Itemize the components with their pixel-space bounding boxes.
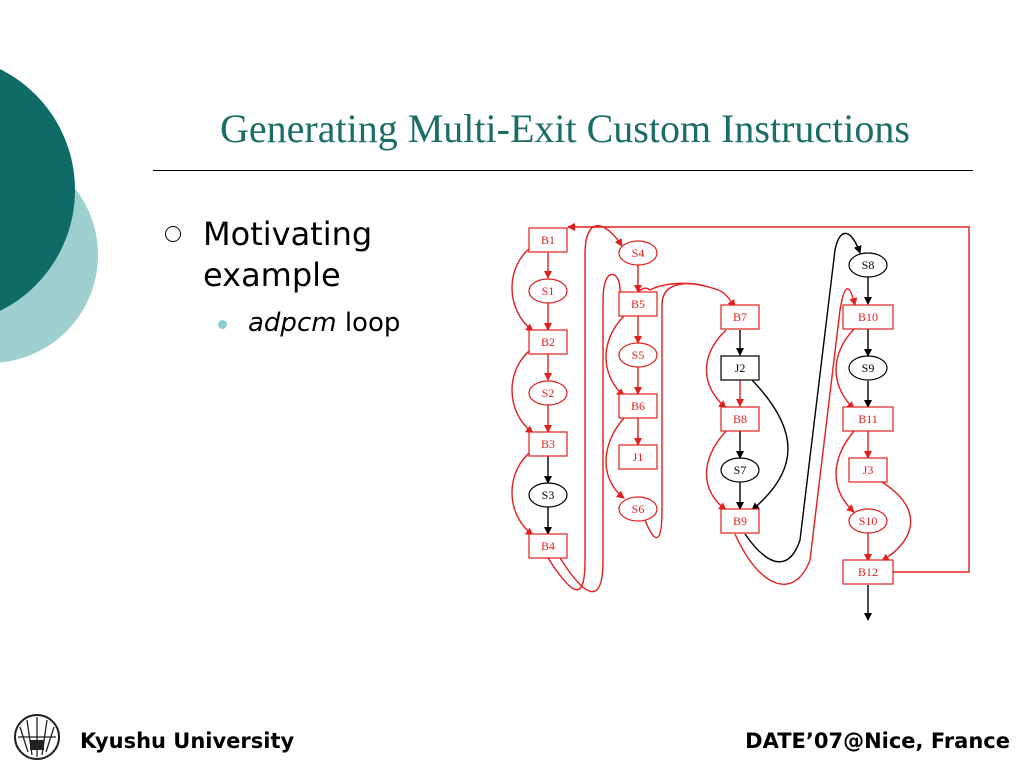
node-shape [528, 431, 568, 457]
node-shape [528, 482, 568, 508]
node-label: S2 [542, 386, 555, 400]
node-shape [618, 496, 658, 522]
slide-title: Generating Multi-Exit Custom Instruction… [220, 106, 910, 151]
node-s10: S10 [848, 508, 888, 534]
node-shape [618, 291, 658, 317]
node-label: S1 [542, 284, 555, 298]
node-label: S5 [632, 348, 645, 362]
node-shape [848, 252, 888, 278]
node-label: B6 [631, 399, 645, 413]
node-shape [720, 304, 760, 330]
node-b3: B3 [528, 431, 568, 457]
node-shape [842, 406, 894, 432]
dark-teal-circle [0, 69, 75, 311]
node-b4: B4 [528, 533, 568, 559]
node-label: B2 [541, 335, 555, 349]
node-label: B12 [858, 565, 878, 579]
node-label: B3 [541, 437, 555, 451]
node-shape [618, 444, 658, 470]
node-s2: S2 [528, 380, 568, 406]
node-label: B11 [858, 412, 878, 426]
node-shape [848, 457, 888, 483]
node-s6: S6 [618, 496, 658, 522]
node-j2: J2 [720, 355, 760, 381]
node-s9: S9 [848, 355, 888, 381]
node-label: J2 [735, 361, 746, 375]
node-shape [528, 380, 568, 406]
node-label: B9 [733, 514, 747, 528]
sub-bullet-rest: loop [336, 308, 401, 338]
node-label: S10 [859, 514, 878, 528]
node-shape [528, 227, 568, 253]
sub-bullet-text: adpcm loop [248, 306, 400, 340]
node-j1: J1 [618, 444, 658, 470]
node-label: J1 [633, 450, 644, 464]
node-shape [618, 240, 658, 266]
bullet-text: Motivating example [203, 215, 373, 294]
node-shape [720, 508, 760, 534]
kyushu-university-logo-icon [14, 714, 60, 760]
sub-bullet-italic: adpcm [248, 308, 337, 338]
node-label: B7 [733, 310, 747, 324]
node-b1: B1 [528, 227, 568, 253]
decorative-circles [0, 69, 98, 363]
node-j3: J3 [848, 457, 888, 483]
node-b6: B6 [618, 393, 658, 419]
node-b12: B12 [842, 559, 894, 585]
node-b10: B10 [842, 304, 894, 330]
node-label: S9 [862, 361, 875, 375]
node-shape [842, 304, 894, 330]
node-s3: S3 [528, 482, 568, 508]
node-s8: S8 [848, 252, 888, 278]
node-shape [528, 278, 568, 304]
node-label: S6 [632, 502, 645, 516]
node-shape [720, 457, 760, 483]
node-shape [618, 342, 658, 368]
node-b7: B7 [720, 304, 760, 330]
node-b2: B2 [528, 329, 568, 355]
node-shape [720, 406, 760, 432]
node-s4: S4 [618, 240, 658, 266]
node-label: B1 [541, 233, 555, 247]
node-label: B5 [631, 297, 645, 311]
node-s5: S5 [618, 342, 658, 368]
hollow-circle-bullet-icon [165, 226, 181, 242]
node-shape [528, 533, 568, 559]
node-s1: S1 [528, 278, 568, 304]
node-s7: S7 [720, 457, 760, 483]
node-shape [848, 355, 888, 381]
dot-bullet-icon [218, 320, 227, 329]
node-b11: B11 [842, 406, 894, 432]
node-label: S3 [542, 488, 555, 502]
node-label: B10 [858, 310, 878, 324]
node-label: S7 [734, 463, 747, 477]
node-label: J3 [863, 463, 874, 477]
node-b9: B9 [720, 508, 760, 534]
node-label: S8 [862, 258, 875, 272]
node-shape [528, 329, 568, 355]
node-label: S4 [632, 246, 645, 260]
node-label: B8 [733, 412, 747, 426]
footer-institution: Kyushu University [80, 729, 295, 753]
node-shape [848, 508, 888, 534]
title-divider [153, 170, 973, 171]
node-label: B4 [541, 539, 555, 553]
footer-conference: DATE’07@Nice, France [745, 729, 1010, 753]
node-shape [618, 393, 658, 419]
node-shape [842, 559, 894, 585]
graph-edges [511, 223, 970, 621]
node-b5: B5 [618, 291, 658, 317]
node-shape [720, 355, 760, 381]
node-b8: B8 [720, 406, 760, 432]
